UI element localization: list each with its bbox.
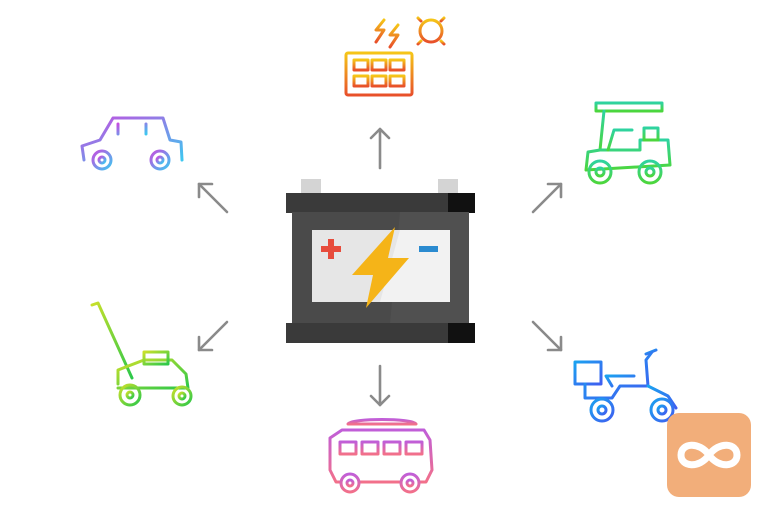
battery-terminal-right xyxy=(438,179,458,195)
battery-icon xyxy=(286,179,475,343)
infinity-icon xyxy=(677,441,741,469)
arrow-down-left xyxy=(197,320,229,352)
minus-sign xyxy=(419,246,438,252)
battery-terminal-left xyxy=(301,179,321,195)
solar-panel-icon xyxy=(344,10,452,116)
arrow-down xyxy=(369,364,391,407)
golf-cart-icon xyxy=(584,101,672,185)
arrow-up-right xyxy=(531,182,563,214)
plus-sign xyxy=(321,239,341,259)
infinity-badge xyxy=(667,413,751,497)
battery-lid xyxy=(286,193,475,213)
battery-base xyxy=(286,323,475,343)
lawn-mower-icon xyxy=(90,301,193,407)
arrow-up-left xyxy=(197,182,229,214)
arrow-up xyxy=(369,127,391,170)
lightning-bolt-icon xyxy=(352,227,409,308)
camper-van-icon xyxy=(328,418,434,494)
scooter-icon xyxy=(573,348,678,423)
arrow-down-right xyxy=(531,320,563,352)
car-icon xyxy=(80,116,184,171)
